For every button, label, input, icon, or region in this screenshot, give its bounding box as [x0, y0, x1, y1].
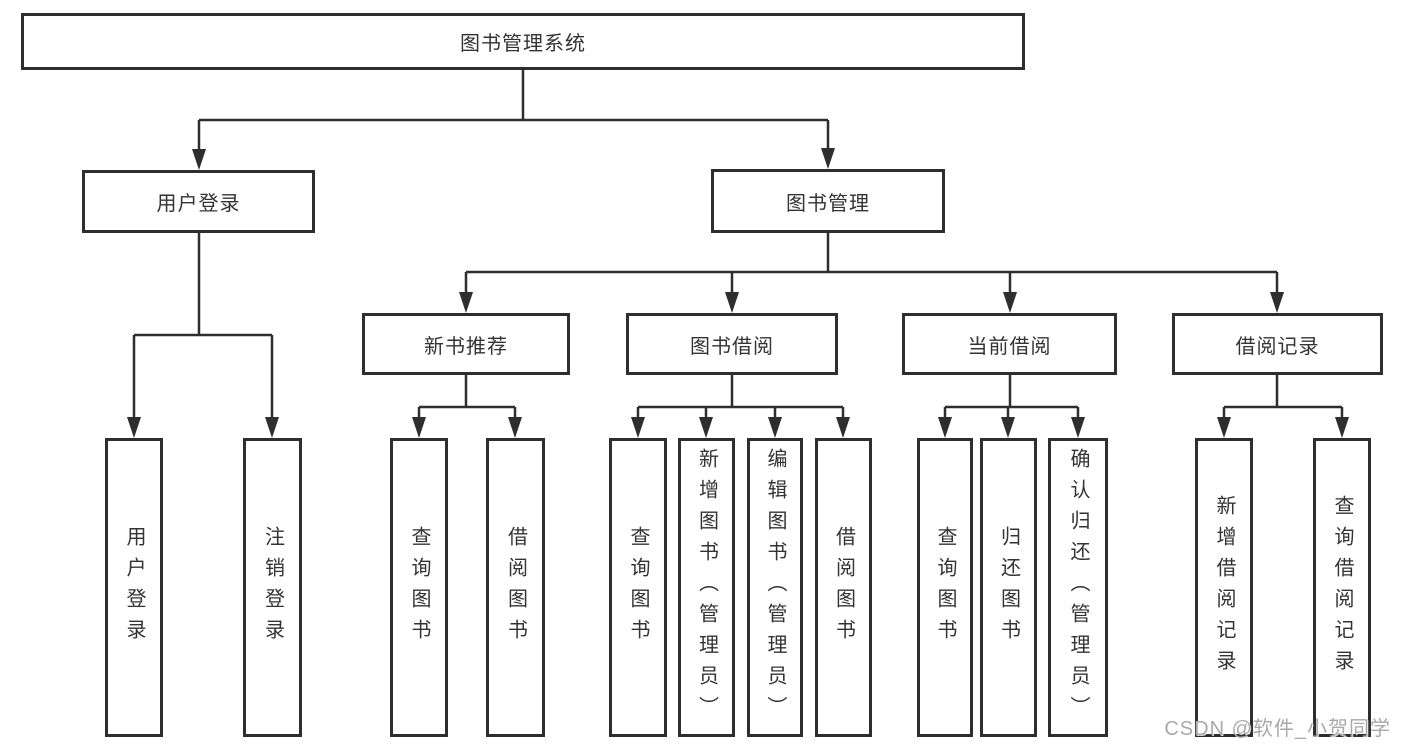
leaf-add-borrow-record-label: 新增借阅记录: [1213, 494, 1235, 681]
leaf-return-books: 归还图书: [980, 438, 1037, 737]
leaf-user-login-label: 用户登录: [123, 525, 145, 650]
node-root: 图书管理系统: [21, 13, 1025, 70]
node-user-login-label: 用户登录: [156, 193, 241, 215]
node-book-management: 图书管理: [711, 169, 945, 233]
leaf-edit-books-admin: 编辑图书（管理员）: [747, 438, 803, 737]
node-book-management-label: 图书管理: [786, 192, 870, 215]
leaf-confirm-return-admin-label: 确认归还（管理员）: [1067, 448, 1089, 727]
leaf-add-books-admin-label: 新增图书（管理员）: [695, 448, 718, 727]
leaf-query-books-recommend: 查询图书: [390, 438, 448, 737]
leaf-confirm-return-admin: 确认归还（管理员）: [1048, 438, 1108, 737]
leaf-logout-label: 注销登录: [261, 525, 284, 650]
node-book-borrowing: 图书借阅: [626, 313, 838, 375]
leaf-logout: 注销登录: [243, 438, 302, 737]
node-new-book-recommend-label: 新书推荐: [424, 335, 508, 358]
watermark-text: CSDN @软件_小贺同学: [1164, 718, 1391, 740]
node-current-borrowing: 当前借阅: [902, 313, 1117, 375]
node-user-login: 用户登录: [82, 170, 315, 233]
node-borrowing-records: 借阅记录: [1172, 313, 1383, 375]
node-current-borrowing-label: 当前借阅: [967, 335, 1052, 358]
leaf-borrow-books-borrowing-label: 借阅图书: [832, 525, 855, 650]
node-root-label: 图书管理系统: [460, 33, 586, 55]
leaf-query-borrow-record-label: 查询借阅记录: [1331, 494, 1353, 681]
leaf-borrow-books-borrowing: 借阅图书: [815, 438, 872, 737]
leaf-add-books-admin: 新增图书（管理员）: [678, 438, 735, 737]
leaf-user-login: 用户登录: [105, 438, 163, 737]
leaf-query-books-current: 查询图书: [917, 438, 973, 737]
node-book-borrowing-label: 图书借阅: [690, 335, 774, 358]
leaf-edit-books-admin-label: 编辑图书（管理员）: [764, 448, 786, 727]
leaf-add-borrow-record: 新增借阅记录: [1195, 438, 1253, 737]
leaf-borrow-books-recommend: 借阅图书: [486, 438, 545, 737]
leaf-query-borrow-record: 查询借阅记录: [1313, 438, 1371, 737]
leaf-query-books-recommend-label: 查询图书: [408, 525, 430, 650]
leaf-query-books-current-label: 查询图书: [934, 525, 956, 650]
leaf-return-books-label: 归还图书: [997, 525, 1020, 650]
node-borrowing-records-label: 借阅记录: [1235, 335, 1320, 358]
leaf-query-books-borrowing-label: 查询图书: [627, 525, 649, 650]
leaf-query-books-borrowing: 查询图书: [609, 438, 667, 737]
node-new-book-recommend: 新书推荐: [362, 313, 570, 375]
leaf-borrow-books-recommend-label: 借阅图书: [504, 525, 527, 650]
